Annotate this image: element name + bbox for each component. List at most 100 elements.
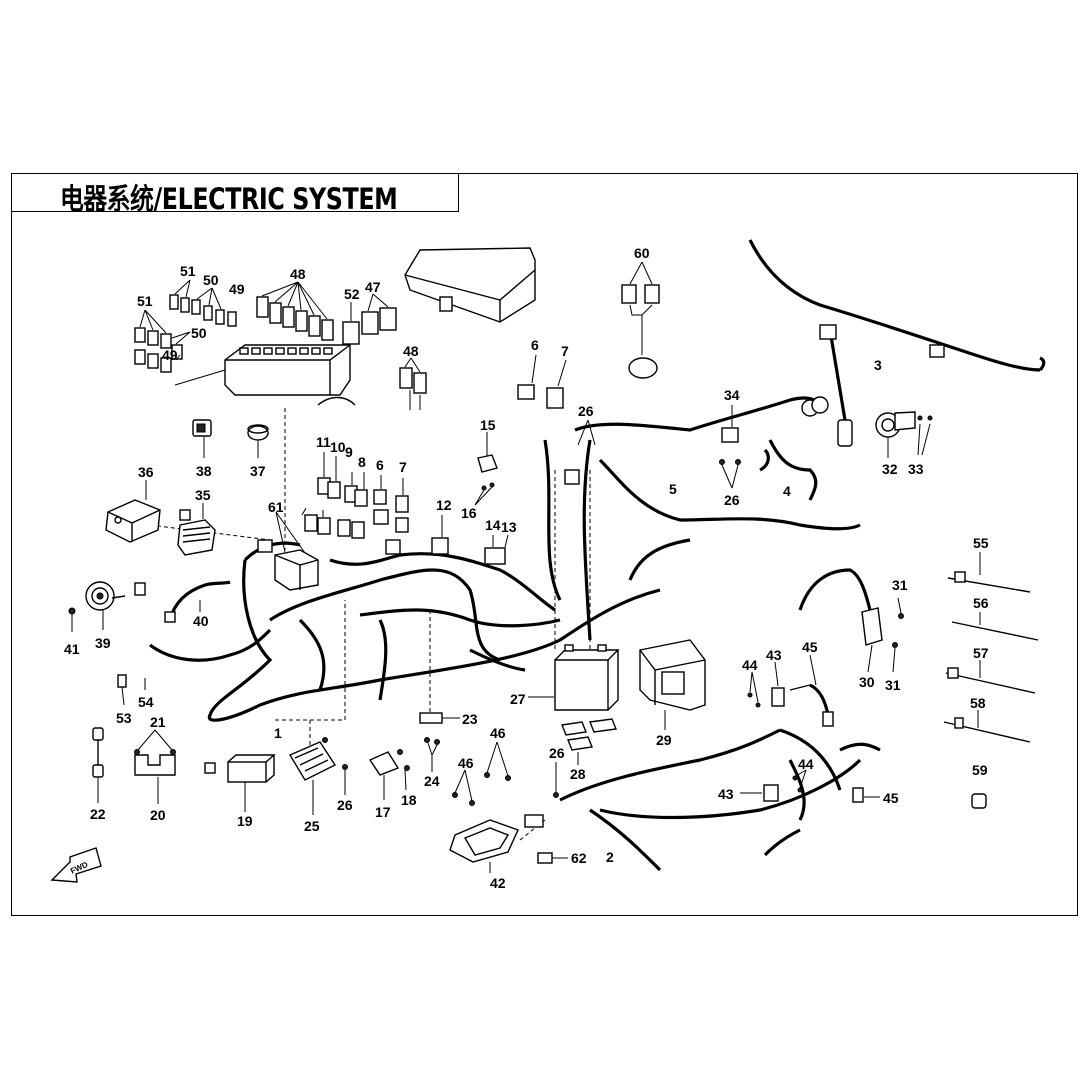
harness-connector	[929, 344, 945, 358]
callout-label: 9	[345, 444, 353, 460]
module-25	[288, 737, 348, 815]
callout-label: 45	[883, 790, 899, 806]
callout-label: 43	[718, 786, 734, 802]
relays-47-52	[342, 293, 397, 345]
part-17	[368, 749, 410, 800]
callout-label: 34	[724, 387, 740, 403]
relays-48-side	[399, 357, 427, 410]
callout-label: 23	[462, 711, 478, 727]
callout-label: 26	[549, 745, 565, 761]
screws-26	[524, 762, 559, 828]
callout-label: 6	[376, 457, 384, 473]
callout-label: 31	[885, 677, 901, 693]
relays-48	[256, 281, 334, 341]
callout-labels: 1 2 3 4 5 6 6 7 7 8 9 10 11 12 13 14 15 …	[64, 245, 989, 891]
fuse-box-cover	[404, 247, 536, 323]
callout-label: 51	[180, 263, 196, 279]
wire-40	[164, 580, 231, 623]
callout-label: 60	[634, 245, 650, 261]
fuse-box	[224, 344, 356, 406]
callout-label: 27	[510, 691, 526, 707]
callout-label: 62	[571, 850, 587, 866]
callout-label: 51	[137, 293, 153, 309]
callout-label: 14	[485, 517, 501, 533]
callout-label: 33	[908, 461, 924, 477]
front-harness	[543, 396, 872, 641]
callout-label: 18	[401, 792, 417, 808]
callout-label: 41	[64, 641, 80, 657]
callout-label: 49	[162, 347, 178, 363]
callout-label: 20	[150, 807, 166, 823]
sensor-43	[747, 654, 834, 727]
horn-39	[68, 581, 146, 632]
callout-label: 44	[742, 657, 758, 673]
callout-label: 39	[95, 635, 111, 651]
part-62	[537, 852, 568, 864]
callout-label: 48	[403, 343, 419, 359]
callout-label: 42	[490, 875, 506, 891]
cable-ties	[943, 552, 1039, 743]
callout-label: 36	[138, 464, 154, 480]
callout-label: 25	[304, 818, 320, 834]
callout-label: 32	[882, 461, 898, 477]
callout-label: 44	[798, 756, 814, 772]
callout-label: 38	[196, 463, 212, 479]
callout-label: 10	[330, 439, 346, 455]
part-30	[861, 597, 904, 673]
part-15	[474, 432, 498, 506]
callout-label: 16	[461, 505, 477, 521]
callout-label: 24	[424, 773, 440, 789]
plug-connector	[837, 419, 853, 447]
part-23	[419, 712, 460, 772]
switch-38	[192, 419, 212, 458]
connectors-12-14	[431, 515, 509, 565]
callout-label: 19	[237, 813, 253, 829]
connectors-6-7	[517, 354, 567, 409]
tray-42	[449, 741, 519, 873]
callout-label: 29	[656, 732, 672, 748]
regulator-35	[177, 503, 216, 556]
headlight-connector	[819, 324, 837, 340]
diagram-frame	[11, 173, 1078, 916]
part-34	[719, 405, 741, 489]
cap-37	[247, 424, 269, 458]
handlebar-switch-32	[875, 411, 933, 458]
battery-27	[528, 644, 620, 711]
callout-label: 15	[480, 417, 496, 433]
grommet-2	[811, 396, 829, 414]
callout-label: 50	[191, 325, 207, 341]
callout-label: 28	[570, 766, 586, 782]
callout-label: 58	[970, 695, 986, 711]
callout-label: 4	[783, 483, 791, 499]
ecu-36	[105, 480, 161, 543]
callout-label: 11	[316, 434, 331, 450]
callout-label: 22	[90, 806, 106, 822]
callout-label: 52	[344, 286, 360, 302]
callout-label: 43	[766, 647, 782, 663]
callout-label: 50	[203, 272, 219, 288]
callout-label: 56	[973, 595, 989, 611]
callout-label: 21	[150, 714, 166, 730]
callout-label: 31	[892, 577, 908, 593]
fuses-49-50-51	[134, 279, 237, 386]
wire-54	[117, 674, 146, 706]
callout-label: 48	[290, 266, 306, 282]
callout-label: 26	[578, 403, 594, 419]
headlight-harness	[748, 239, 1046, 447]
callout-label: 30	[859, 674, 875, 690]
callout-label: 6	[531, 337, 539, 353]
diagram-title: 电器系统/ELECTRIC SYSTEM	[60, 182, 398, 216]
callout-label: 46	[458, 755, 474, 771]
bracket-20	[134, 729, 176, 804]
fwd-arrow-icon	[50, 847, 102, 883]
callout-label: 26	[337, 797, 353, 813]
sensor-43b	[740, 769, 880, 803]
callout-label: 61	[268, 499, 284, 515]
callout-label: 57	[973, 645, 989, 661]
callout-label: 2	[606, 849, 614, 865]
callout-label: 37	[250, 463, 266, 479]
screws-26-upper	[564, 419, 596, 485]
callout-label: 35	[195, 487, 211, 503]
relays-60	[621, 261, 660, 379]
